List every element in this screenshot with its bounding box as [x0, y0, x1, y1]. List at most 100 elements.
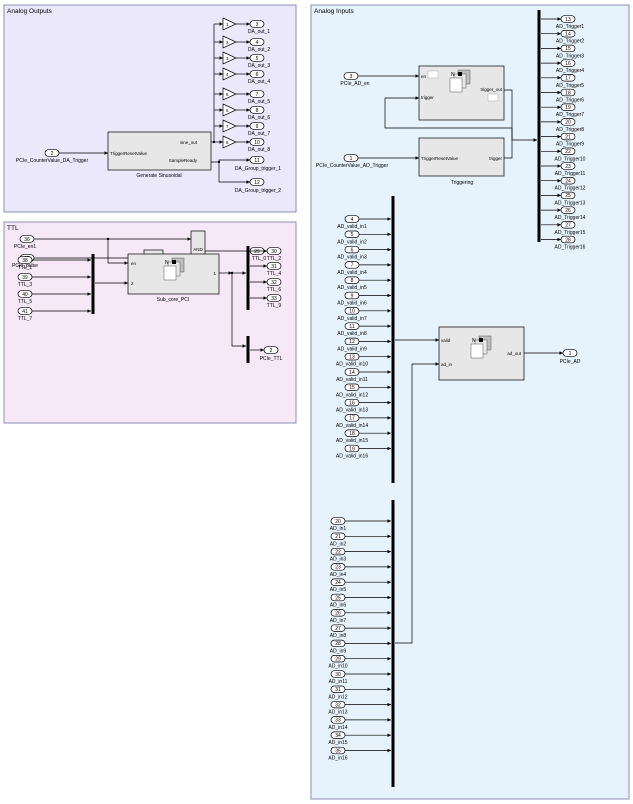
inport-ad-valid-label: AD_valid_in3	[337, 255, 367, 261]
outport-ad-trigger[interactable]	[560, 30, 576, 38]
inport-ad-valid-number: 19	[349, 446, 355, 452]
inport-ad-valid-label: AD_valid_in6	[337, 301, 367, 307]
generate-block-name: Generate Sinusoidal	[136, 173, 181, 179]
outport-ad-trigger-label: AD_Trigger5	[556, 83, 584, 89]
outport-ad-trigger[interactable]	[560, 15, 576, 23]
outport-group-trigger-2[interactable]	[249, 178, 265, 186]
outport-ad-trigger-label: AD_Trigger7	[556, 112, 584, 118]
outport-da-out-label: DA_out_7	[248, 131, 270, 137]
inport-ttl-number: 40	[22, 292, 28, 298]
ad-valid-mux-bar[interactable]	[391, 196, 395, 483]
ad-in-mux-bar[interactable]	[391, 500, 395, 787]
diagram-content: 2PCIe_CounterValue_DA_TriggerTriggerRese…	[12, 10, 586, 787]
outport-ttl-label: TTL_4	[267, 271, 282, 277]
outport-ad-trigger-label: AD_Trigger14	[555, 215, 586, 221]
sub-core-pci-name: Sub_core_PCI	[157, 297, 190, 303]
outport-ad-trigger[interactable]	[560, 162, 576, 170]
ttl-mux-bar[interactable]	[91, 254, 95, 314]
outport-ad-trigger[interactable]	[560, 235, 576, 244]
outport-ad-trigger[interactable]	[560, 44, 576, 53]
outport-group-trigger-1[interactable]	[249, 156, 265, 164]
inport-ad-in-label: AD_in5	[330, 587, 347, 593]
ad-trigger-demux-bar[interactable]	[537, 10, 541, 242]
outport-da-out[interactable]	[249, 122, 265, 130]
inport-ad-in-label: AD_in7	[330, 618, 347, 624]
outport-ttl[interactable]	[266, 278, 282, 286]
outport-ad-trigger[interactable]	[560, 177, 576, 185]
gain-value: 2	[226, 40, 229, 45]
inport-pcie-en1-label: PCIe_en1	[14, 244, 36, 250]
outport-ttl[interactable]	[266, 294, 282, 302]
generate-sinusoidal-block[interactable]	[107, 131, 212, 171]
generate-port-sine: sine_out	[180, 140, 198, 145]
outport-ad-trigger-label: AD_Trigger16	[555, 245, 586, 251]
gain-block[interactable]	[222, 35, 237, 49]
inport-ttl-label: TTL_7	[18, 316, 33, 322]
outport-ad-trigger-label: AD_Trigger2	[556, 39, 584, 45]
area-analog-outputs-title: Analog Outputs	[7, 8, 53, 15]
outport-ad-trigger[interactable]	[560, 59, 576, 67]
outport-ad-trigger[interactable]	[560, 103, 576, 111]
outport-da-out[interactable]	[249, 70, 265, 78]
outport-da-out-number: 7	[256, 92, 259, 98]
outport-ad-trigger-number: 26	[565, 208, 571, 214]
inport-ad-valid-number: 9	[351, 293, 354, 299]
outport-da-out-number: 9	[256, 124, 259, 130]
outport-da-out-label: DA_out_8	[248, 147, 270, 153]
inport-da-trigger-label: PCIe_CounterValue_DA_Trigger	[16, 158, 89, 164]
inport-ad-valid-label: AD_valid_in16	[336, 454, 368, 460]
inport-ad-in-label: AD_in6	[330, 603, 347, 609]
gain-block[interactable]	[222, 103, 237, 117]
outport-da-out[interactable]	[249, 138, 265, 146]
ttl-demux-bar[interactable]	[246, 246, 250, 310]
outport-ttl-number: 31	[271, 264, 277, 270]
outport-ad-trigger-number: 20	[565, 120, 571, 126]
outport-ad-trigger-label: AD_Trigger11	[555, 171, 586, 177]
trigger-sub-out-field[interactable]	[487, 93, 499, 102]
outport-ttl[interactable]	[266, 247, 282, 255]
inport-ad-valid-label: AD_valid_in8	[337, 331, 367, 337]
outport-da-out[interactable]	[249, 20, 265, 28]
outport-pcie-ad[interactable]	[562, 349, 578, 357]
inport-ad-valid-label: AD_valid_in7	[337, 316, 367, 322]
outport-ad-trigger[interactable]	[560, 132, 576, 141]
outport-pcie-ttl[interactable]	[263, 346, 279, 354]
outport-da-out-number: 8	[256, 108, 259, 114]
outport-ad-trigger[interactable]	[560, 118, 576, 126]
outport-da-out[interactable]	[249, 90, 265, 98]
outport-ad-trigger[interactable]	[560, 206, 576, 214]
gain-block[interactable]	[222, 135, 237, 149]
wire-sub-to-pcie-mux	[231, 273, 246, 348]
outport-ad-trigger[interactable]	[560, 147, 576, 155]
trigger-sub-en-field[interactable]	[427, 70, 439, 79]
outport-da-out[interactable]	[249, 38, 265, 46]
outport-ad-trigger-label: AD_Trigger15	[555, 230, 586, 236]
outport-ad-trigger[interactable]	[560, 74, 576, 82]
outport-da-out[interactable]	[249, 54, 265, 62]
outport-ttl-label: TTL_2	[267, 256, 282, 262]
outport-da-out[interactable]	[249, 106, 265, 114]
outport-ad-trigger[interactable]	[560, 221, 576, 229]
area-analog-inputs[interactable]	[310, 4, 630, 800]
gain-value: 5	[226, 92, 229, 97]
triggering-block[interactable]	[418, 137, 505, 177]
gain-block[interactable]	[222, 87, 237, 101]
outport-da-out-number: 10	[254, 140, 260, 146]
gain-block[interactable]	[222, 17, 237, 31]
outport-ttl-label: TTL_9	[267, 303, 282, 309]
outport-ad-trigger[interactable]	[560, 88, 576, 97]
trigger-sub-port-en: en	[421, 74, 427, 79]
ad-sub-icon-checker	[479, 338, 483, 342]
outport-ad-trigger[interactable]	[560, 191, 576, 200]
gain-block[interactable]	[222, 51, 237, 65]
gain-block[interactable]	[222, 119, 237, 133]
inport-ad-valid-number: 18	[349, 431, 355, 437]
outport-ad-trigger-number: 24	[565, 179, 571, 185]
outport-ttl[interactable]	[266, 262, 282, 270]
pcie-ttl-mux-bar[interactable]	[246, 336, 250, 363]
inport-ad-in-number: 29	[335, 657, 341, 663]
gain-block[interactable]	[222, 67, 237, 81]
outport-da-out-label: DA_out_4	[248, 79, 270, 85]
outport-ad-trigger-label: AD_Trigger13	[555, 200, 586, 206]
